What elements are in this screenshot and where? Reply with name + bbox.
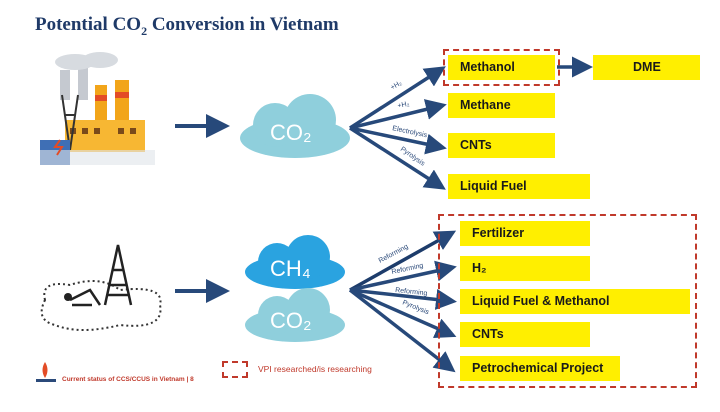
vpi-dashed-outline-bottom (438, 214, 697, 388)
branch-label: +H₂ (390, 80, 404, 92)
arrow-to-liquid-fuel (349, 126, 446, 190)
arrow-to-methanol (349, 66, 446, 130)
arrow-to-cnts (349, 288, 457, 338)
arrow-to-h2 (349, 260, 457, 292)
footer-text: Current status of CCS/CCUS in Vietnam | … (62, 376, 194, 383)
arrow-to-fertilizer (349, 230, 457, 292)
co2-label: CO₂ (270, 120, 312, 145)
page-title: Potential CO2 Conversion in Vietnam (35, 14, 339, 38)
co2-label: CO₂ (270, 308, 312, 333)
ch4-label: CH₄ (270, 256, 311, 281)
branch-label: Pyrolysis (399, 146, 426, 168)
ch4-cloud: CH₄ (245, 235, 345, 289)
arrow-to-methane (349, 99, 447, 130)
product-dme: DME (593, 55, 700, 80)
product-liquid-fuel: Liquid Fuel (448, 174, 590, 199)
arrow-to-liquid-fuel-methanol (349, 288, 457, 310)
branch-label: Reforming (378, 243, 410, 264)
product-fertilizer: Fertilizer (460, 221, 590, 246)
legend-text: VPI researched/is researching (258, 364, 372, 374)
co2-cloud-bottom: CO₂ (245, 288, 345, 342)
product-h2: H₂ (460, 256, 590, 281)
product-cnts-bottom: CNTs (460, 322, 590, 347)
co2-cloud: CO₂ (240, 94, 350, 158)
product-methanol: Methanol (448, 55, 555, 80)
branch-label: +H₂ (397, 101, 410, 110)
product-methane: Methane (448, 93, 555, 118)
product-petrochemical-project: Petrochemical Project (460, 356, 620, 381)
product-liquid-fuel-methanol: Liquid Fuel & Methanol (460, 289, 690, 314)
petrovietnam-logo (36, 362, 56, 382)
vpi-dashed-outline-methanol (443, 49, 560, 86)
oil-rig-icon (40, 244, 162, 331)
legend-dashed-swatch (222, 361, 248, 378)
arrow-to-petrochemical (348, 288, 456, 373)
factory-icon (40, 52, 155, 165)
product-cnts: CNTs (448, 133, 555, 158)
branch-label: Reforming (395, 287, 428, 297)
arrow-to-cnts (349, 126, 447, 155)
